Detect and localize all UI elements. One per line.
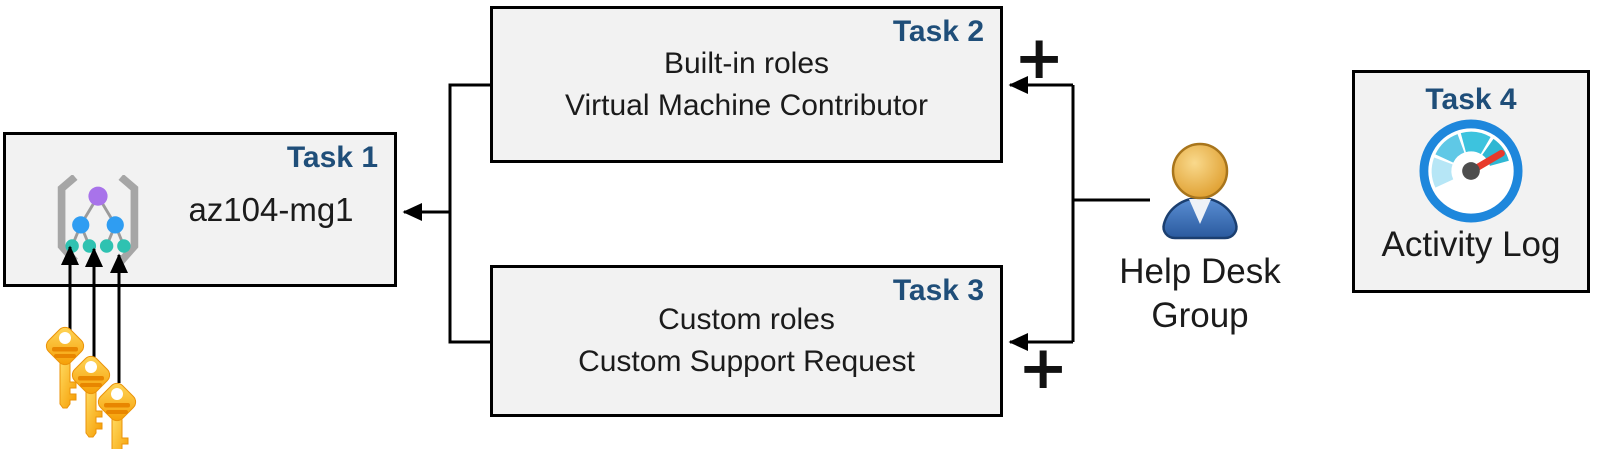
- task2-line2: Virtual Machine Contributor: [565, 88, 928, 122]
- plus-icon-task3: +: [1018, 333, 1069, 403]
- task3-box: Task 3 Custom roles Custom Support Reque…: [490, 265, 1003, 417]
- task3-line1: Custom roles: [658, 303, 835, 336]
- task2-box: Task 2 Built-in roles Virtual Machine Co…: [490, 6, 1003, 163]
- management-group-icon: [57, 175, 139, 264]
- keys-icon: [42, 323, 140, 449]
- task1-label: Task 1: [286, 141, 378, 174]
- task4-label: Task 4: [1425, 83, 1517, 116]
- task2-line1: Built-in roles: [663, 46, 830, 80]
- task4-caption: Activity Log: [1381, 225, 1561, 264]
- task3-line2: Custom Support Request: [578, 345, 915, 378]
- actor-label-line1: Help Desk: [1119, 252, 1281, 291]
- task1-box: Task 1 az104-mg1: [3, 132, 397, 287]
- task3-label: Task 3: [892, 274, 984, 307]
- plus-icon-task2: +: [1014, 23, 1065, 93]
- user-icon: [1162, 142, 1238, 240]
- actor-label-line2: Group: [1151, 295, 1249, 335]
- actor-label: Help Desk Group: [1100, 250, 1300, 338]
- management-group-name: az104-mg1: [188, 190, 354, 228]
- bracket-connector: [448, 83, 490, 344]
- task2-label: Task 2: [892, 15, 984, 48]
- gauge-icon: [1419, 119, 1523, 223]
- task4-box: Task 4 Activity Log: [1352, 70, 1590, 293]
